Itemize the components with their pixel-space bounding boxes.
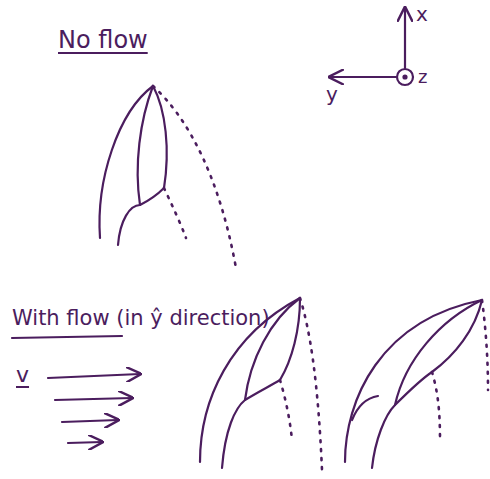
bent-fin bbox=[345, 300, 482, 462]
heading-underline bbox=[12, 336, 122, 338]
heading: With flow (in ŷ direction) bbox=[12, 306, 270, 331]
vector-label: v bbox=[16, 362, 29, 388]
heading: No flow bbox=[58, 26, 148, 55]
axis-label: y bbox=[326, 82, 338, 106]
axis-label: z bbox=[418, 66, 427, 88]
fin-base bbox=[118, 188, 164, 245]
y-axis bbox=[330, 76, 396, 78]
fin-deflection bbox=[153, 86, 236, 268]
fin-inner bbox=[138, 86, 153, 205]
x-axis bbox=[404, 8, 406, 68]
flow-arrow bbox=[48, 374, 140, 378]
z-axis bbox=[397, 69, 413, 85]
axis-label: x bbox=[416, 2, 428, 26]
fin-outline bbox=[100, 86, 167, 238]
